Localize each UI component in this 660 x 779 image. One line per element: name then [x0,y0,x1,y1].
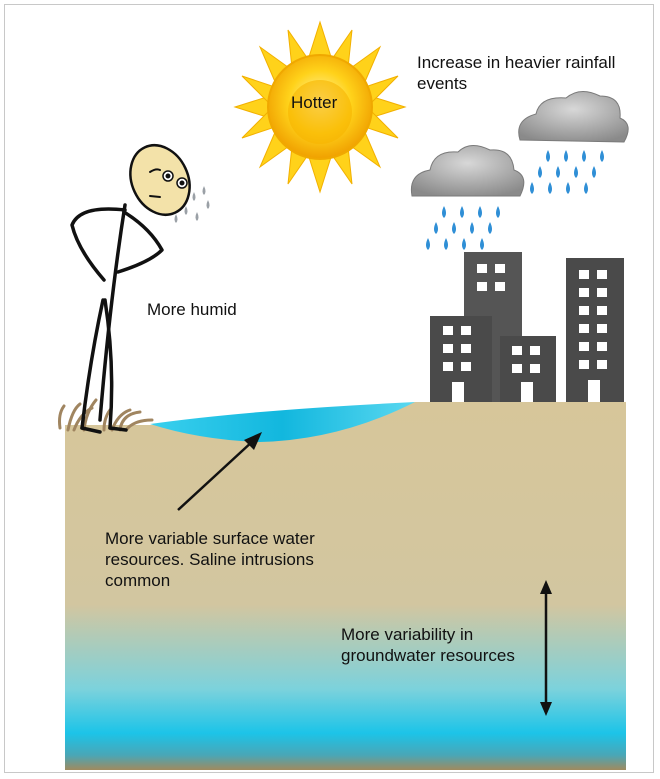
groundwater-label: More variability in groundwater resource… [341,625,515,665]
sweat-drops-icon [174,186,210,223]
rainfall-label: Increase in heavier rainfall events [417,53,616,93]
groundwater-double-arrow [540,580,552,716]
city-buildings [430,252,624,402]
ground [65,402,626,770]
surface-water-label: More variable surface water resources. S… [105,529,315,590]
sun-icon [233,20,407,194]
surface-water [150,402,415,442]
sun-label: Hotter [291,93,338,112]
rain-cloud-right-icon [518,91,629,194]
surface-water-arrow [177,432,262,511]
humid-label: More humid [147,300,237,319]
stick-figure [70,144,191,434]
rain-cloud-left-icon [410,145,525,250]
